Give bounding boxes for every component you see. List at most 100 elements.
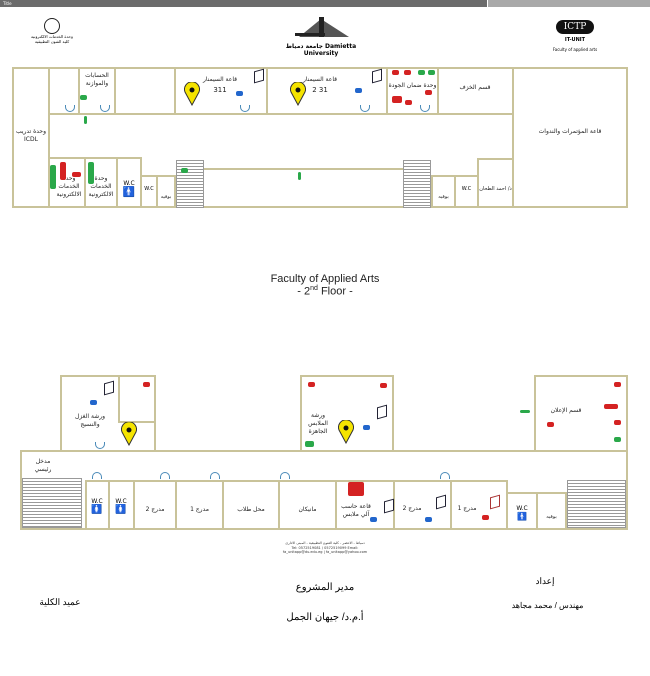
room-dr-ahmed-label: د/ احمد الطحان bbox=[479, 186, 512, 192]
room-spinning-label: ورشة الغزل والنسيج bbox=[74, 413, 105, 428]
prepared-by-name: مهندس / محمد مجاهد bbox=[511, 601, 584, 610]
room-top-3 bbox=[114, 67, 176, 115]
room-quality-label: وحدة ضمان الجودة bbox=[388, 82, 437, 89]
room-theater-1a bbox=[175, 480, 224, 530]
computer-icon bbox=[80, 95, 87, 100]
wifi-access-point-icon bbox=[520, 410, 530, 413]
wc-3-label: W.C bbox=[461, 186, 472, 192]
door bbox=[210, 472, 220, 479]
room-top-1 bbox=[48, 67, 80, 115]
location-pin-icon bbox=[290, 82, 306, 106]
eservices-logo: وحدة الخدمات الالكترونية كلية الفنون الت… bbox=[28, 18, 76, 56]
plan-title: Faculty of Applied Arts - 2nd Floor - bbox=[0, 273, 650, 298]
floor-word: Floor - bbox=[317, 285, 353, 298]
man-icon: 🚹 bbox=[122, 187, 136, 198]
seminar-312-number: 31 2 bbox=[312, 86, 328, 94]
floor-number: - 2 bbox=[297, 285, 311, 298]
wifi-access-point-icon bbox=[84, 116, 87, 124]
window-title-bar: Title bbox=[0, 0, 487, 7]
room-buffet-1 bbox=[156, 175, 176, 208]
stairs-right bbox=[403, 160, 431, 208]
phone-icon bbox=[236, 91, 243, 96]
ictp-logo: ICTP IT-UNIT Faculty of applied arts bbox=[550, 20, 600, 64]
door bbox=[440, 472, 450, 479]
buffet-label: بوفيه bbox=[546, 514, 557, 520]
room-dr-ahmed bbox=[477, 158, 514, 208]
ictp-mark: ICTP bbox=[556, 20, 594, 34]
computer-icon bbox=[614, 382, 621, 387]
computer-lab-label: قاعة حاسب آلي ملابس bbox=[341, 503, 371, 518]
phone-icon bbox=[370, 517, 377, 522]
student-store-label: محل طلاب bbox=[237, 506, 265, 513]
phone-icon bbox=[90, 400, 97, 405]
eservices-logo-text: وحدة الخدمات الالكترونية كلية الفنون الت… bbox=[31, 34, 73, 44]
wc-3: W.C bbox=[455, 186, 478, 192]
computer-icon bbox=[404, 70, 411, 75]
room-eservices-1-label: وحدة الخدمات الالكترونية bbox=[56, 175, 82, 198]
computer-icon bbox=[380, 383, 387, 388]
seminar-311-label: قاعة السيمنار bbox=[202, 76, 238, 83]
woman-icon: 🚺 bbox=[91, 505, 103, 515]
university-logo: جامعة دمياط Damietta University bbox=[280, 15, 362, 57]
printer-icon bbox=[392, 96, 402, 103]
computer-group-icon bbox=[60, 162, 66, 180]
footer-contact: دمياط - الاعصر - كلية الفنون التطبيقية -… bbox=[200, 541, 450, 555]
door bbox=[360, 105, 370, 112]
door bbox=[65, 105, 75, 112]
room-mannequin bbox=[278, 480, 337, 530]
computer-icon bbox=[418, 70, 425, 75]
project-manager-title: مدير المشروع bbox=[295, 582, 355, 593]
university-emblem-icon bbox=[295, 17, 349, 37]
room-accounts-label: الحسابات والموازنة bbox=[85, 72, 109, 87]
prepared-by-title: إعداد bbox=[535, 576, 555, 586]
title-bar-right bbox=[488, 0, 650, 7]
buffet-1-label: بوفيه bbox=[160, 194, 172, 200]
man-icon: 🚹 bbox=[517, 512, 527, 521]
university-name: جامعة دمياط Damietta University bbox=[285, 43, 357, 57]
phone-icon bbox=[355, 88, 362, 93]
room-buffet-2 bbox=[431, 175, 456, 208]
wc-1-label: W.C bbox=[91, 498, 103, 505]
footer-address: دمياط - الاعصر - كلية الفنون التطبيقية -… bbox=[285, 541, 365, 545]
stairs-right bbox=[567, 480, 626, 528]
room-garments-label: ورشة الملابس الجاهزة bbox=[308, 412, 328, 435]
door bbox=[95, 442, 105, 449]
dean-signature-label: عميد الكلية bbox=[39, 597, 81, 607]
door bbox=[92, 472, 102, 479]
computer-icon bbox=[181, 168, 188, 173]
location-pin-icon bbox=[184, 82, 200, 106]
wc-2: W.C🚺 bbox=[110, 498, 132, 515]
computer-icon bbox=[425, 90, 432, 95]
room-icdl bbox=[12, 67, 50, 208]
wc-3-label: W.C bbox=[516, 505, 528, 512]
plan-title-line2: - 2nd Floor - bbox=[0, 285, 650, 298]
floor-ordinal: nd bbox=[310, 285, 318, 292]
wc-1: W.C🚺 bbox=[86, 498, 108, 515]
room-icdl-label: وحدة تدريب ICDL bbox=[15, 128, 47, 143]
computer-icon bbox=[308, 382, 315, 387]
seminar-311-number: 311 bbox=[213, 86, 227, 94]
computer-icon bbox=[405, 100, 412, 105]
theater-1a-label: مدرج 1 bbox=[190, 506, 209, 513]
room-spinning-annex bbox=[118, 375, 156, 423]
phone-icon bbox=[482, 515, 489, 520]
location-pin-icon bbox=[121, 422, 137, 446]
printer-icon bbox=[72, 172, 81, 177]
room-student-store bbox=[222, 480, 280, 530]
footer-phone: Tel: 0572519081 / 0572519099 Email: bbox=[291, 545, 359, 550]
computer-icon bbox=[143, 382, 150, 387]
door bbox=[100, 105, 110, 112]
wc-3: W.C🚹 bbox=[508, 505, 536, 521]
computer-group-icon bbox=[88, 162, 94, 184]
plan-title-line1: Faculty of Applied Arts bbox=[270, 273, 380, 285]
wc-1: W.C🚹 bbox=[120, 180, 138, 198]
faculty-sub-label: Faculty of applied arts bbox=[552, 47, 598, 52]
room-advertising-label: قسم الإعلان bbox=[550, 407, 582, 414]
woman-icon: 🚺 bbox=[115, 505, 127, 515]
room-conference-label: قاعة المؤتمرات والندوات bbox=[538, 128, 602, 135]
theater-2a-label: مدرج 2 bbox=[145, 506, 165, 513]
it-unit-label: IT-UNIT bbox=[564, 37, 586, 43]
theater-2b-label: مدرج 2 bbox=[402, 505, 422, 512]
location-pin-icon bbox=[338, 420, 354, 444]
